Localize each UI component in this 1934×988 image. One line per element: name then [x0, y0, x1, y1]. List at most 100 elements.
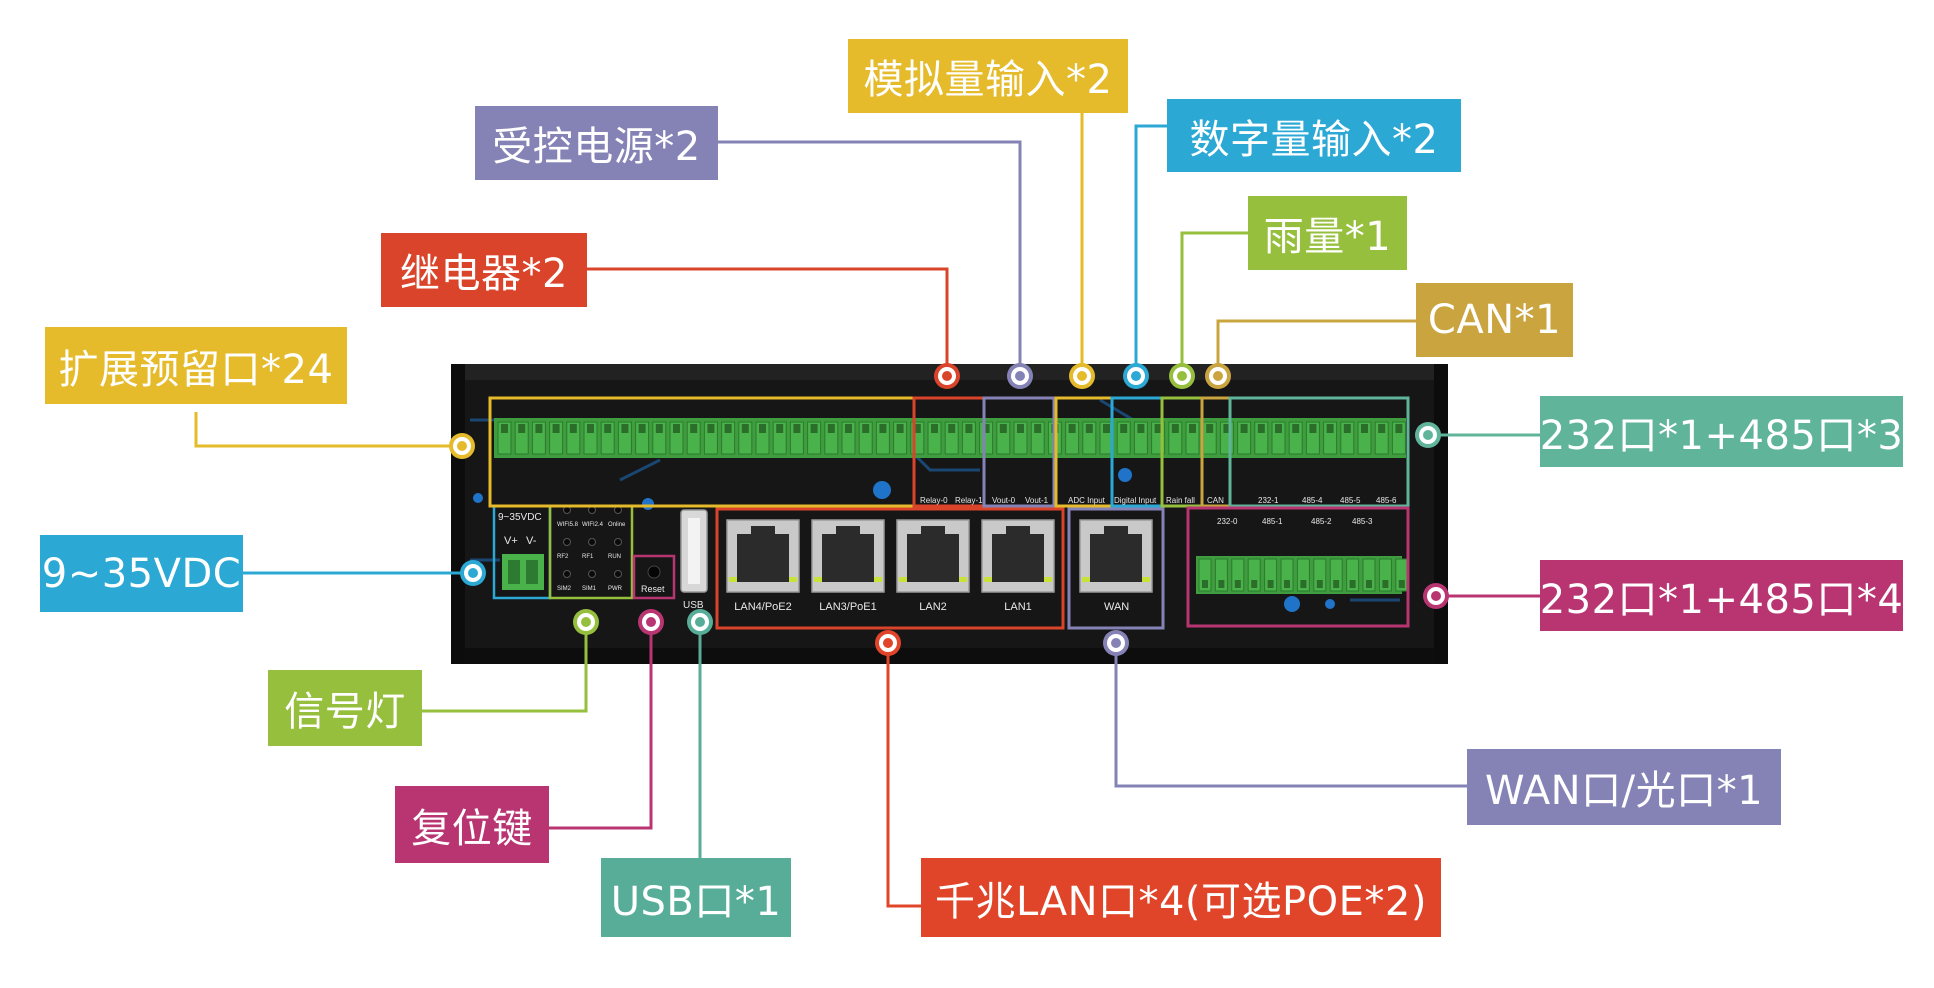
- terminal-screw: [948, 424, 956, 433]
- callout-marker: [1423, 583, 1449, 609]
- group-label-relay-1: Relay-1: [955, 496, 983, 505]
- terminal-screw: [501, 424, 508, 433]
- callout-wan-port: WAN口/光口*1: [1467, 749, 1781, 825]
- terminal-screw: [982, 424, 990, 433]
- terminal-screw: [1202, 580, 1208, 588]
- callout-marker: [934, 363, 960, 389]
- callout-marker: [1123, 363, 1149, 389]
- group-label-485-2: 485-2: [1311, 517, 1332, 526]
- terminal-screw: [1234, 580, 1241, 588]
- v-plus-label: V+: [504, 535, 518, 547]
- v-minus-label: V-: [526, 535, 537, 547]
- terminal-screw: [862, 424, 870, 433]
- indicator-led: [563, 506, 571, 514]
- terminal-screw: [1366, 580, 1372, 588]
- led-label: RUN: [608, 554, 621, 560]
- indicator-led: [563, 570, 571, 578]
- callout-marker: [573, 609, 599, 635]
- terminal-screw: [1189, 424, 1196, 433]
- terminal-screw: [1398, 580, 1405, 588]
- lan-port-label: LAN2: [919, 601, 947, 613]
- terminal-screw: [1343, 424, 1351, 433]
- callout-serial-top: 232口*1+485口*3: [1540, 396, 1903, 467]
- terminal-screw: [776, 424, 784, 433]
- terminal-screw: [1137, 424, 1145, 433]
- callout-marker: [1169, 363, 1195, 389]
- reset-button-block[interactable]: Reset: [632, 554, 676, 600]
- terminal-screw: [1284, 580, 1290, 588]
- terminal-screw: [827, 424, 835, 433]
- lan-port[interactable]: [981, 519, 1055, 593]
- terminal-screw: [552, 424, 560, 433]
- leader-lines: [194, 111, 1540, 908]
- indicator-led: [588, 570, 596, 578]
- terminal-screw: [604, 424, 612, 433]
- indicator-led: [588, 506, 596, 514]
- terminal-screw: [655, 424, 663, 433]
- wan-port-group: WAN: [1067, 507, 1165, 630]
- group-label-vout-1: Vout-1: [1025, 496, 1049, 505]
- bottom-group-labels: 232-0 485-1 485-2 485-3: [1217, 517, 1373, 526]
- terminal-screw: [1349, 580, 1356, 588]
- terminal-screw: [931, 424, 938, 433]
- callout-serial-bottom: 232口*1+485口*4: [1540, 560, 1903, 631]
- callout-usb-port: USB口*1: [601, 858, 791, 937]
- led-label: RF1: [582, 554, 594, 560]
- usb-port[interactable]: USB: [680, 509, 708, 611]
- terminal-screw: [1154, 424, 1162, 433]
- terminal-screw: [1251, 580, 1258, 588]
- terminal-screw: [1206, 424, 1214, 433]
- terminal-screw: [1068, 424, 1076, 433]
- group-label-232-0: 232-0: [1217, 517, 1238, 526]
- group-label-vout-0: Vout-0: [992, 496, 1016, 505]
- terminal-screw: [1378, 424, 1386, 433]
- terminal-screw: [1300, 580, 1307, 588]
- led-label: RF2: [557, 554, 569, 560]
- callout-marker: [1415, 422, 1441, 448]
- callout-reset-key: 复位键: [395, 786, 549, 863]
- terminal-screw: [999, 424, 1007, 433]
- terminal-screw: [759, 424, 766, 433]
- indicator-led: [563, 538, 571, 546]
- led-label: Online: [608, 522, 626, 528]
- terminal-screw: [1326, 424, 1334, 433]
- terminal-screw: [965, 424, 973, 433]
- terminal-screw: [690, 424, 698, 433]
- callout-marker: [1007, 363, 1033, 389]
- callout-lan-ports: 千兆LAN口*4(可选POE*2): [921, 858, 1441, 937]
- lan-port[interactable]: [726, 519, 800, 593]
- callout-marker: [638, 609, 664, 635]
- led-label: SIM2: [557, 586, 572, 592]
- power-block-label: 9~35VDC: [498, 512, 542, 523]
- callout-digital-input: 数字量输入*2: [1167, 99, 1461, 172]
- led-label: SIM1: [582, 586, 597, 592]
- terminal-group-outlines: [488, 396, 1410, 628]
- terminal-screw: [1395, 424, 1403, 433]
- terminal-screw: [810, 424, 818, 433]
- terminal-screw: [1120, 424, 1128, 433]
- terminal-screw: [518, 424, 526, 433]
- terminal-screw: [569, 424, 577, 433]
- indicator-led: [614, 538, 622, 546]
- terminal-screw: [1240, 424, 1248, 433]
- terminal-screw: [741, 424, 749, 433]
- callout-marker: [1069, 363, 1095, 389]
- lan-port[interactable]: [896, 519, 970, 593]
- terminal-screw: [845, 424, 852, 433]
- callout-can: CAN*1: [1416, 283, 1573, 357]
- group-label-485-3: 485-3: [1352, 517, 1373, 526]
- led-label: WIFI5.8: [557, 522, 579, 528]
- callout-expansion-ports: 扩展预留口*24: [45, 327, 347, 404]
- terminal-screw: [1223, 424, 1231, 433]
- terminal-screw: [913, 424, 921, 433]
- indicator-led: [588, 538, 596, 546]
- top-terminal-block: [494, 418, 1406, 458]
- lan-port-label: LAN1: [1004, 601, 1032, 613]
- group-label-digital-input: Digital Input: [1114, 496, 1157, 505]
- terminal-screw: [707, 424, 715, 433]
- lan-port[interactable]: [811, 519, 885, 593]
- wan-label: WAN: [1104, 601, 1129, 613]
- terminal-screw: [1017, 424, 1024, 433]
- reset-label: Reset: [641, 584, 665, 594]
